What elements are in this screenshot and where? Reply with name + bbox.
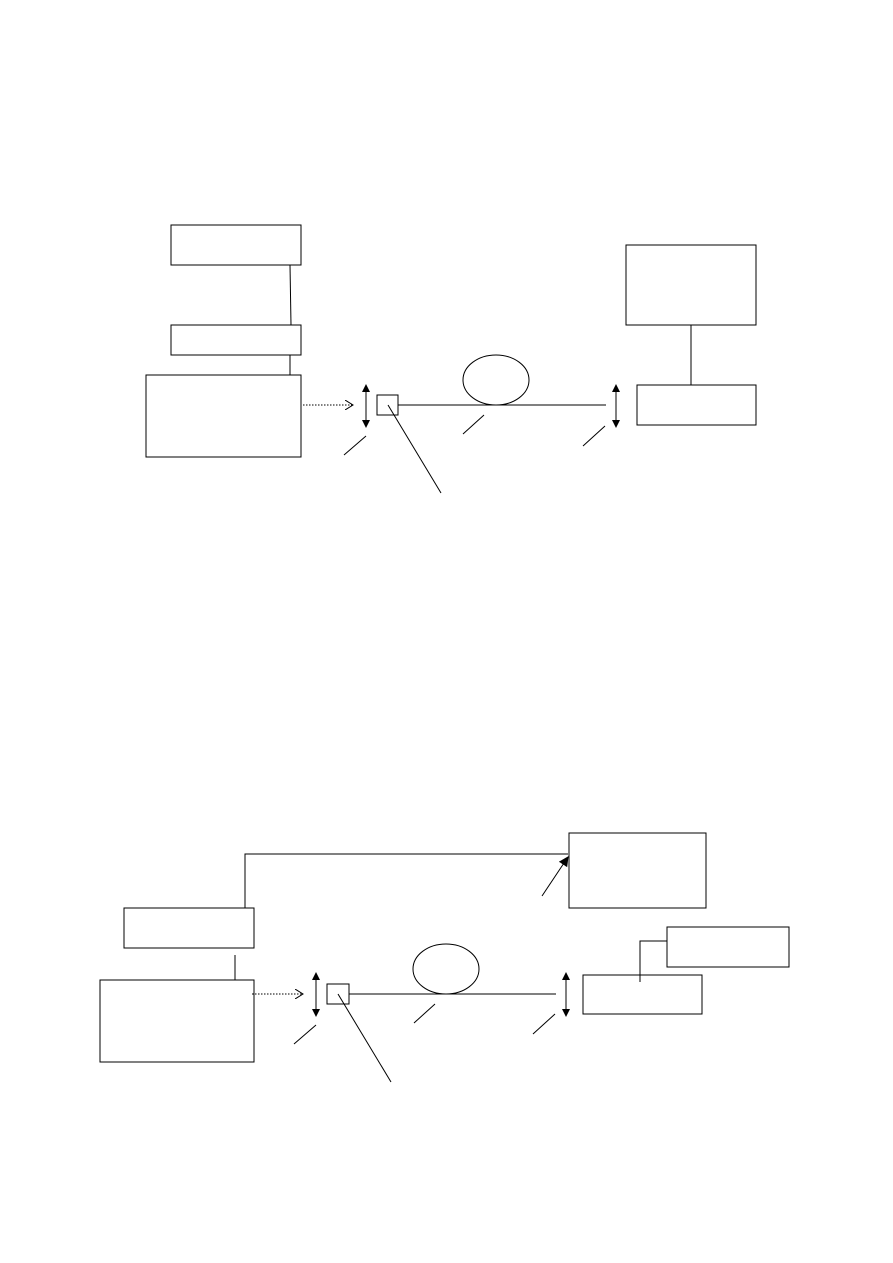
fig1-pointer-2 <box>462 414 485 435</box>
fig2-connector-right <box>639 940 667 982</box>
fig2-pointer-2 <box>413 1003 436 1024</box>
fig2-box-top-right <box>568 832 707 909</box>
fig2-coupler-lead <box>337 993 392 1083</box>
fig2-box-side-right <box>666 926 790 968</box>
fig2-fiber-coil <box>412 943 480 995</box>
fig1-pointer-1 <box>343 435 367 456</box>
fig1-box-top-left <box>170 224 302 266</box>
fig1-fiber-coil <box>462 354 530 406</box>
fig1-box-bottom-left <box>145 374 302 458</box>
fig1-box-bottom-right <box>636 384 757 426</box>
fig2-feedback-arrow <box>541 856 569 897</box>
fig1-box-mid-left <box>170 324 302 356</box>
fig1-box-top-right <box>625 244 757 326</box>
fig1-coupler-square <box>376 394 399 416</box>
fig2-box-mid-left <box>123 907 255 949</box>
fig2-pointer-3 <box>532 1013 556 1035</box>
figure-2 <box>99 832 790 1083</box>
fig1-coupler-lead <box>387 404 442 494</box>
fig2-box-bottom-right <box>582 974 703 1015</box>
fig2-pointer-1 <box>293 1024 317 1045</box>
figure-1 <box>145 224 757 494</box>
fig1-connector-top <box>289 264 292 326</box>
fig2-box-bottom-left <box>99 979 255 1063</box>
fig2-feedback-line <box>244 853 568 908</box>
fig1-pointer-3 <box>582 425 606 447</box>
